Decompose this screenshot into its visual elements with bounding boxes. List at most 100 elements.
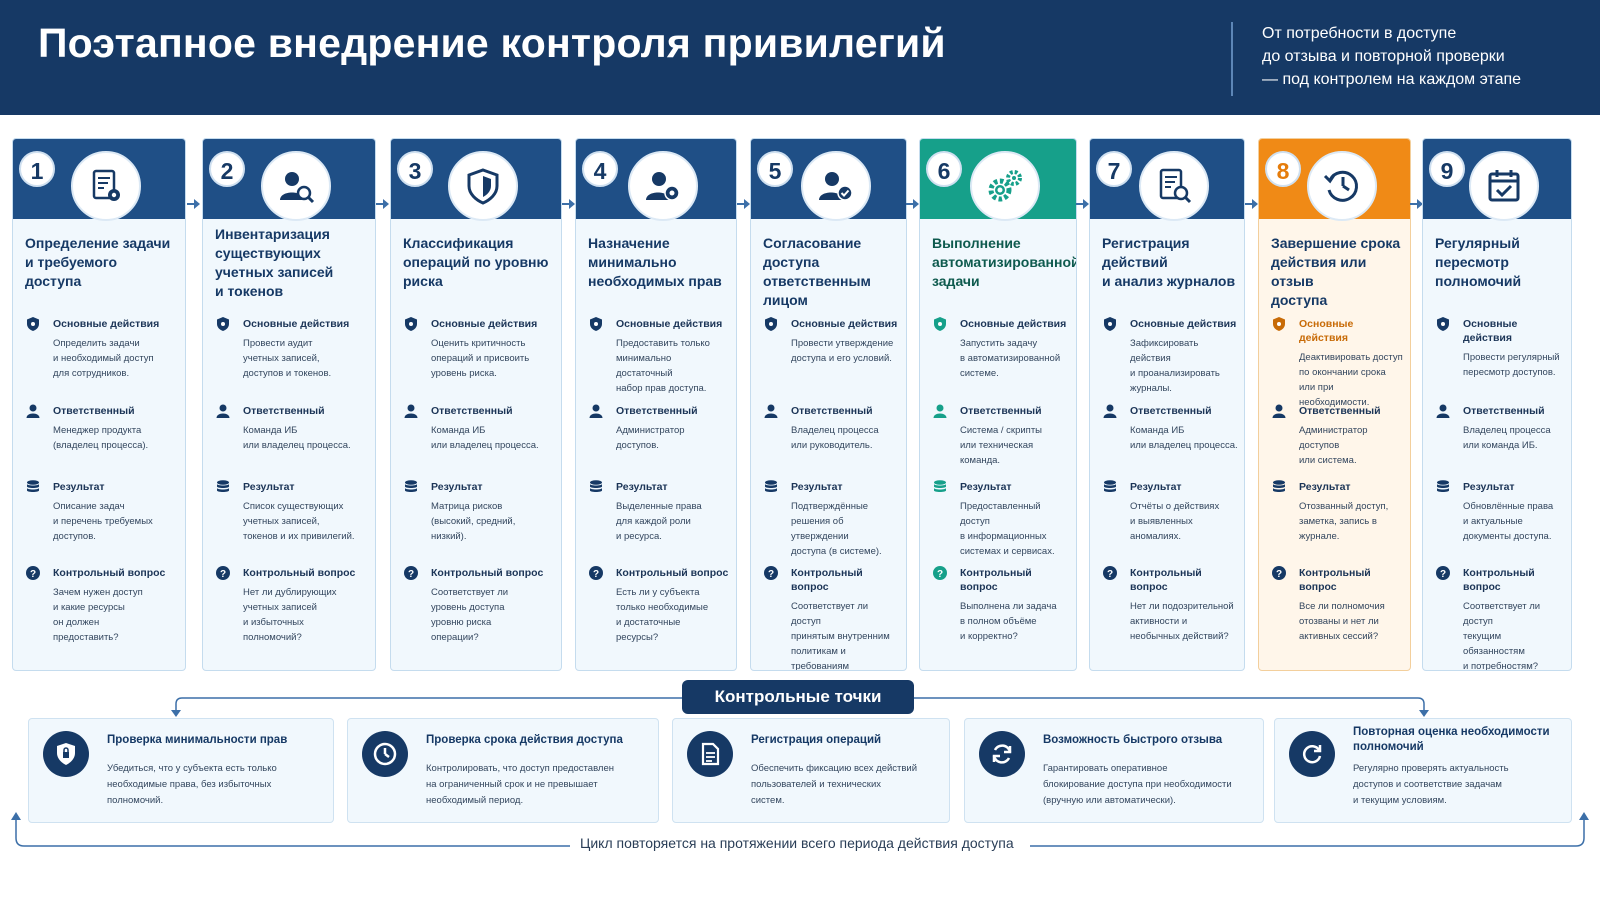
section-text-line: журналы.: [1130, 383, 1172, 394]
section-text-line: Есть ли у субъекта: [616, 587, 700, 598]
section-heading: Ответственный: [1435, 404, 1565, 418]
owner-icon: [403, 403, 419, 419]
section-text-line: учетных записей: [243, 602, 317, 613]
arrow-head: [1579, 812, 1589, 820]
stage-title-line: ответственным лицом: [763, 273, 871, 308]
section-text-line: низкий).: [431, 531, 467, 542]
section-text-line: документы доступа.: [1463, 531, 1552, 542]
header-divider: [1231, 22, 1233, 96]
section-text-line: Запустить задачу: [960, 338, 1038, 349]
section-heading: ?Контрольный вопрос: [215, 566, 369, 580]
question-icon: ?: [1271, 565, 1287, 581]
checkpoint-bracket-right: [914, 697, 1425, 712]
section-text-line: операций и присвоить: [431, 353, 530, 364]
section-heading: Ответственный: [1102, 404, 1238, 418]
checkpoint-title-line: Регистрация операций: [751, 734, 882, 746]
arrow-head: [11, 812, 21, 820]
section-text-line: Провести аудит: [243, 338, 313, 349]
checkpoint-title-line: Проверка минимальности прав: [107, 734, 288, 746]
section-text-line: операции?: [431, 632, 479, 643]
subtitle-line: — под контролем на каждом этапе: [1262, 71, 1522, 88]
section-text-line: и избыточных: [243, 617, 304, 628]
section-text-line: набор прав доступа.: [616, 383, 707, 394]
checkpoint-title-line: Проверка срока действия доступа: [426, 734, 623, 746]
section-label: Ответственный: [791, 405, 873, 417]
stage-title-line: Назначение: [588, 235, 670, 251]
cycle-text: Цикл повторяется на протяжении всего пер…: [570, 835, 1024, 851]
stage-title-line: Регистрация действий: [1102, 235, 1190, 270]
section-text-line: политикам и требованиям: [791, 646, 849, 671]
section-text-line: Выделенные права: [616, 501, 702, 512]
section-text-line: Подтверждённые: [791, 501, 869, 512]
checkpoint-text-line: Убедиться, что у субъекта есть только: [107, 763, 277, 774]
owner-icon: [1102, 403, 1118, 419]
owner-icon: [763, 403, 779, 419]
flow-arrow: [562, 199, 575, 209]
stage-title-line: Инвентаризация: [215, 226, 330, 242]
calendar-check-icon: [1469, 151, 1539, 221]
section-label: Основные действия: [53, 318, 160, 330]
checkpoint-text-line: блокирование доступа при необходимости: [1043, 779, 1232, 790]
stage-title: Регистрация действий и анализ журналов: [1102, 234, 1236, 291]
section-label: Результат: [1299, 481, 1351, 493]
section-heading: Основные действия: [1271, 317, 1404, 345]
actions-icon: [403, 316, 419, 332]
checkpoint-text-line: доступов и соответствие задачам: [1353, 779, 1502, 790]
checkpoint-text-line: необходимые права, без избыточных: [107, 779, 272, 790]
section-label: Основные действия: [431, 318, 538, 330]
stage-title-line: Определение задачи: [25, 235, 171, 251]
section-text-line: Определить задачи: [53, 338, 140, 349]
clock-revoke-icon: [1307, 151, 1377, 221]
result-icon: [588, 479, 604, 495]
stage-number: 4: [582, 151, 618, 187]
section-heading: ?Контрольный вопрос: [1435, 566, 1565, 594]
section-label: Контрольный вопрос: [791, 567, 863, 593]
stage-number: 3: [397, 151, 433, 187]
section-text-line: системах и сервисах.: [960, 546, 1055, 557]
checkpoint-text: Убедиться, что у субъекта есть только нео…: [107, 761, 325, 809]
section-text-line: учетных записей,: [243, 516, 320, 527]
section-text-line: в информационных: [960, 531, 1047, 542]
flow-arrow: [187, 199, 200, 209]
checkpoint-text-line: Регулярно проверять актуальность: [1353, 763, 1509, 774]
section-label: Результат: [616, 481, 668, 493]
section-heading: ?Контрольный вопрос: [1102, 566, 1238, 594]
section-text-line: Система / скрипты: [960, 425, 1042, 436]
checkpoint-bracket-left: [175, 697, 682, 712]
section-label: Ответственный: [1299, 405, 1381, 417]
section-label: Результат: [1463, 481, 1515, 493]
stage-title-line: и анализ журналов: [1102, 273, 1236, 289]
section-text-line: Команда ИБ: [243, 425, 298, 436]
section-heading: Ответственный: [25, 404, 179, 418]
section-text-line: в автоматизированной: [960, 353, 1061, 364]
owner-icon: [932, 403, 948, 419]
subtitle-line: От потребности в доступе: [1262, 25, 1457, 42]
section-label: Результат: [960, 481, 1012, 493]
section-text-line: и корректно?: [960, 631, 1018, 642]
section-text-line: Предоставленный доступ: [960, 501, 1041, 527]
